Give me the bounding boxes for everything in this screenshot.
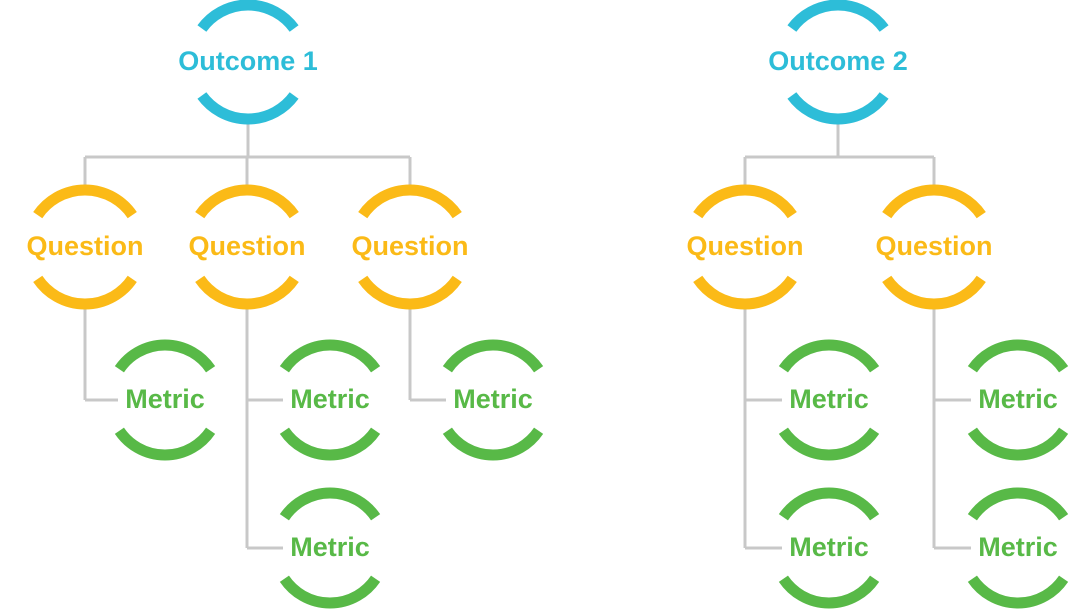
question-node-1-2-ring bbox=[195, 184, 299, 310]
question-node-1-1-ring-top-arc bbox=[33, 184, 137, 219]
metric-node-2-2-2-label: Metric bbox=[978, 532, 1058, 562]
rings-layer bbox=[33, 0, 1069, 609]
question-node-2-1-ring bbox=[693, 184, 797, 310]
metric-node-2-1-1-ring-bottom-arc bbox=[778, 427, 880, 461]
metric-node-2-2-2-ring-bottom-arc bbox=[967, 575, 1069, 609]
question-node-1-2-ring-bottom-arc bbox=[195, 275, 299, 310]
question-node-2-1-ring-top-arc bbox=[693, 184, 797, 219]
question-node-1-3-label: Question bbox=[351, 231, 468, 261]
metric-node-2-1-1-label: Metric bbox=[789, 384, 869, 414]
metric-node-2-1-2-ring-bottom-arc bbox=[778, 575, 880, 609]
metric-node-2-1-1-ring-top-arc bbox=[778, 339, 880, 373]
metric-node-2-2-1-ring-top-arc bbox=[967, 339, 1069, 373]
question-node-2-1-ring-bottom-arc bbox=[693, 275, 797, 310]
metric-node-2-2-2-ring-top-arc bbox=[967, 487, 1069, 521]
metric-node-1-2-2-ring-top-arc bbox=[279, 487, 381, 521]
metric-node-2-1-2-ring bbox=[778, 487, 880, 609]
outcome-node-2-label: Outcome 2 bbox=[768, 46, 908, 76]
connectors-layer bbox=[83, 119, 971, 550]
metric-node-1-3-1-ring bbox=[442, 339, 544, 461]
question-node-2-2-ring bbox=[882, 184, 986, 310]
outcome-node-2-ring bbox=[787, 0, 889, 125]
question-node-1-1-ring bbox=[33, 184, 137, 310]
metric-node-1-3-1-ring-bottom-arc bbox=[442, 427, 544, 461]
question-node-1-1-label: Question bbox=[26, 231, 143, 261]
question-node-2-1-label: Question bbox=[686, 231, 803, 261]
outcome-node-2-ring-top-arc bbox=[787, 0, 889, 32]
question-node-2-2-ring-bottom-arc bbox=[882, 275, 986, 310]
outcome-node-1-label: Outcome 1 bbox=[178, 46, 318, 76]
metric-node-2-2-1-ring bbox=[967, 339, 1069, 461]
metric-node-1-2-2-label: Metric bbox=[290, 532, 370, 562]
outcome-node-1-ring bbox=[197, 0, 299, 125]
metric-node-1-1-1-ring bbox=[114, 339, 216, 461]
question-node-1-2-label: Question bbox=[188, 231, 305, 261]
outcome-node-1-ring-top-arc bbox=[197, 0, 299, 32]
metric-node-1-2-1-ring-top-arc bbox=[279, 339, 381, 373]
metric-node-1-2-1-ring-bottom-arc bbox=[279, 427, 381, 461]
metric-node-2-1-1-ring bbox=[778, 339, 880, 461]
metric-node-1-2-2-ring bbox=[279, 487, 381, 609]
labels-layer: Outcome 1QuestionMetricQuestionMetricMet… bbox=[23, 43, 1061, 566]
metric-node-1-2-2-ring-bottom-arc bbox=[279, 575, 381, 609]
metric-node-2-2-1-label: Metric bbox=[978, 384, 1058, 414]
question-node-1-2-ring-top-arc bbox=[195, 184, 299, 219]
question-node-1-3-ring bbox=[358, 184, 462, 310]
metric-node-1-3-1-label: Metric bbox=[453, 384, 533, 414]
metric-node-2-1-2-label: Metric bbox=[789, 532, 869, 562]
question-node-1-1-ring-bottom-arc bbox=[33, 275, 137, 310]
metric-node-2-2-2-ring bbox=[967, 487, 1069, 609]
question-node-2-2-ring-top-arc bbox=[882, 184, 986, 219]
outcome-node-2-ring-bottom-arc bbox=[787, 92, 889, 125]
metric-node-1-1-1-ring-top-arc bbox=[114, 339, 216, 373]
outcome-node-1-ring-bottom-arc bbox=[197, 92, 299, 125]
metric-node-1-1-1-ring-bottom-arc bbox=[114, 427, 216, 461]
metric-node-1-2-1-label: Metric bbox=[290, 384, 370, 414]
question-node-2-2-label: Question bbox=[875, 231, 992, 261]
question-node-1-3-ring-bottom-arc bbox=[358, 275, 462, 310]
metric-node-1-1-1-label: Metric bbox=[125, 384, 205, 414]
question-node-1-3-ring-top-arc bbox=[358, 184, 462, 219]
metric-node-1-2-1-ring bbox=[279, 339, 381, 461]
metric-node-2-2-1-ring-bottom-arc bbox=[967, 427, 1069, 461]
metric-node-1-3-1-ring-top-arc bbox=[442, 339, 544, 373]
metric-node-2-1-2-ring-top-arc bbox=[778, 487, 880, 521]
